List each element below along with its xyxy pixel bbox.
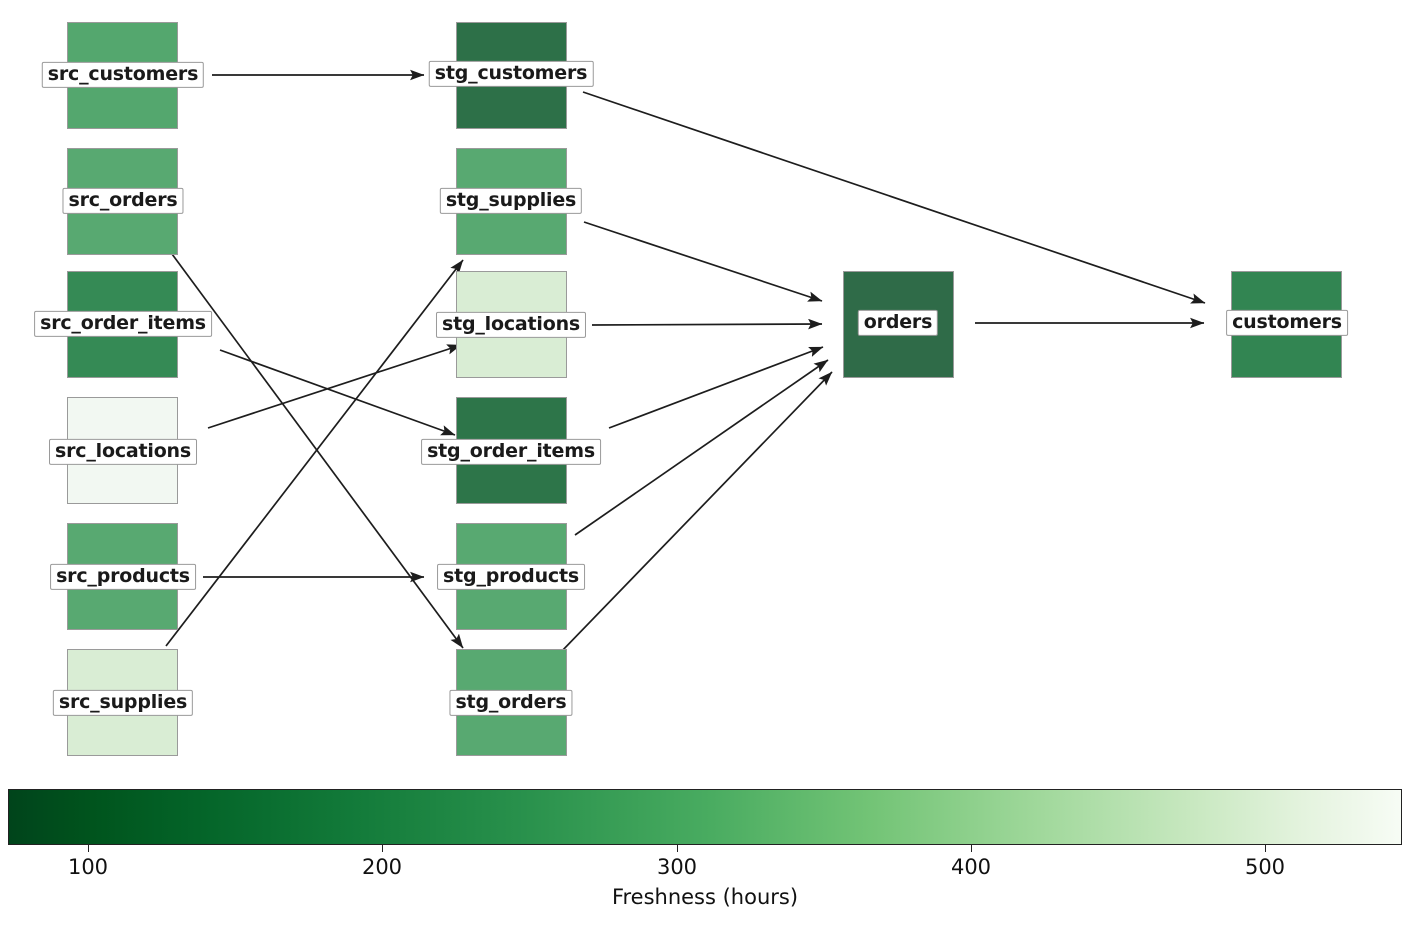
colorbar-tick-400 xyxy=(971,845,973,852)
edge-src_orders-stg_orders xyxy=(171,253,464,649)
colorbar-tick-100 xyxy=(88,845,90,852)
node-label-stg_customers[interactable]: stg_customers xyxy=(428,60,594,88)
node-label-stg_supplies[interactable]: stg_supplies xyxy=(439,187,583,215)
colorbar-gradient xyxy=(8,789,1402,845)
colorbar-ticklabel-300: 300 xyxy=(656,855,698,879)
node-label-orders[interactable]: orders xyxy=(857,309,939,337)
edge-src_order_items-stg_order_items xyxy=(219,349,456,436)
node-label-stg_order_items[interactable]: stg_order_items xyxy=(421,438,601,466)
node-label-customers[interactable]: customers xyxy=(1226,309,1348,337)
node-label-src_products[interactable]: src_products xyxy=(50,563,196,591)
node-label-stg_locations[interactable]: stg_locations xyxy=(435,311,587,339)
edge-stg_orders-orders xyxy=(559,371,833,654)
colorbar-tick-300 xyxy=(677,845,679,852)
edge-stg_locations-orders xyxy=(591,318,823,330)
colorbar-ticklabel-500: 500 xyxy=(1244,855,1286,879)
colorbar-ticklabel-100: 100 xyxy=(67,855,109,879)
node-label-src_locations[interactable]: src_locations xyxy=(49,438,197,466)
colorbar-axis-label: Freshness (hours) xyxy=(611,885,799,909)
colorbar-tick-500 xyxy=(1265,845,1267,852)
colorbar-ticklabel-400: 400 xyxy=(950,855,992,879)
edge-stg_products-orders xyxy=(574,359,829,536)
colorbar: 100 200 300 400 500 Freshness (hours) xyxy=(8,789,1402,909)
edge-stg_order_items-orders xyxy=(608,346,824,429)
edge-stg_supplies-orders xyxy=(583,221,823,302)
node-label-src_order_items[interactable]: src_order_items xyxy=(34,310,212,338)
node-label-stg_products[interactable]: stg_products xyxy=(437,563,585,591)
node-label-src_customers[interactable]: src_customers xyxy=(41,61,205,89)
colorbar-ticklabel-200: 200 xyxy=(361,855,403,879)
edge-src_locations-stg_locations xyxy=(207,344,462,429)
node-label-src_orders[interactable]: src_orders xyxy=(62,187,184,215)
colorbar-tick-200 xyxy=(382,845,384,852)
node-label-stg_orders[interactable]: stg_orders xyxy=(449,689,573,717)
node-label-src_supplies[interactable]: src_supplies xyxy=(52,689,194,717)
